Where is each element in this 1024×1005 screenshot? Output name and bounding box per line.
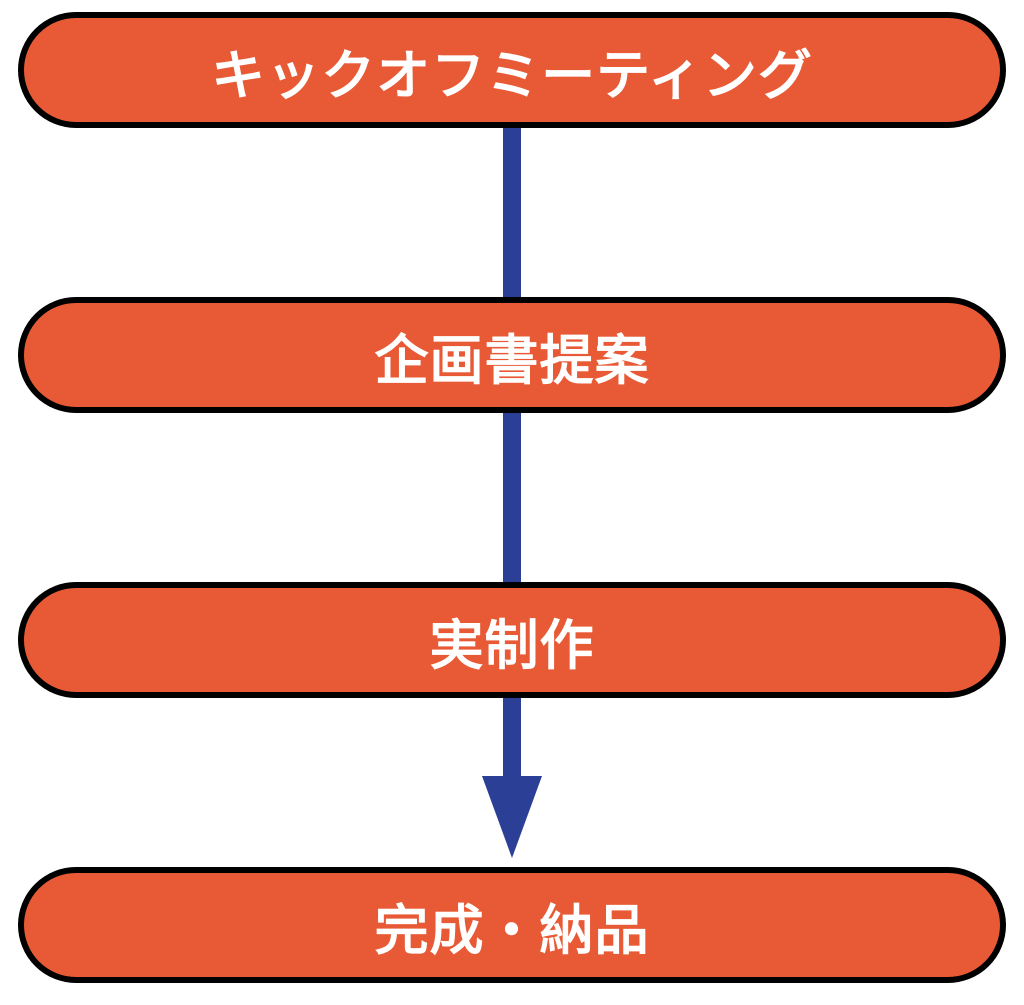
connector-line-1 (503, 127, 521, 302)
step-label: 実制作 (429, 613, 595, 677)
step-production: 実制作 (18, 582, 1006, 698)
step-label: 企画書提案 (374, 328, 650, 392)
step-label: 完成・納品 (374, 898, 650, 962)
connector-line-2 (503, 412, 521, 587)
connector-arrowhead (482, 776, 542, 858)
step-kickoff-meeting: キックオフミーティング (18, 12, 1006, 128)
step-label: キックオフミーティング (211, 43, 813, 107)
step-proposal: 企画書提案 (18, 297, 1006, 413)
connector-line-3 (503, 697, 521, 777)
step-completion-delivery: 完成・納品 (18, 867, 1006, 983)
